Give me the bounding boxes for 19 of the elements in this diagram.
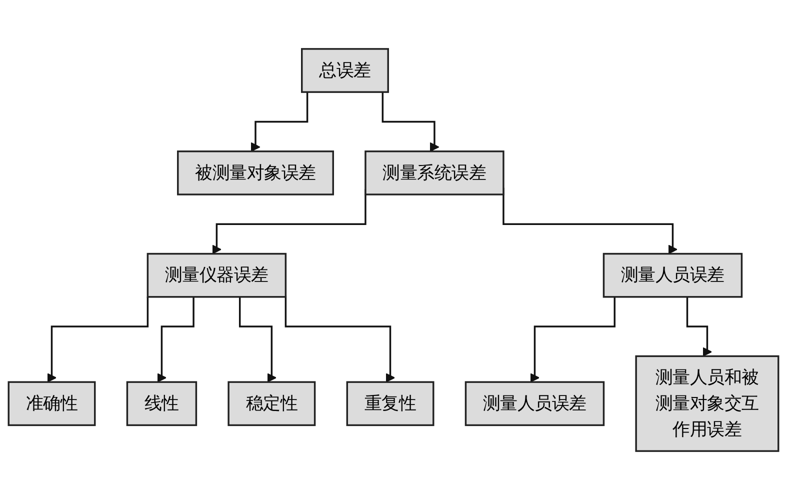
arrow (250, 92, 308, 152)
node-box: 线性 (126, 381, 198, 426)
node-box: 总误差 (301, 48, 389, 93)
arrow (238, 296, 276, 382)
arrow (284, 296, 395, 382)
node-box: 测量人员误差 (464, 381, 605, 426)
node-box: 稳定性 (228, 381, 316, 426)
arrow (47, 296, 149, 382)
node-box: 准确性 (8, 381, 96, 426)
node-box: 测量人员和被测量对象交互作用误差 (635, 355, 780, 452)
arrow (156, 296, 194, 382)
arrow (530, 296, 616, 382)
arrow (382, 92, 440, 152)
node-box: 测量仪器误差 (146, 252, 287, 298)
node-box: 测量系统误差 (364, 150, 504, 196)
node-box: 重复性 (346, 381, 434, 426)
arrow (686, 296, 712, 357)
node-box: 测量人员误差 (602, 252, 743, 298)
node-box: 被测量对象误差 (177, 150, 334, 196)
